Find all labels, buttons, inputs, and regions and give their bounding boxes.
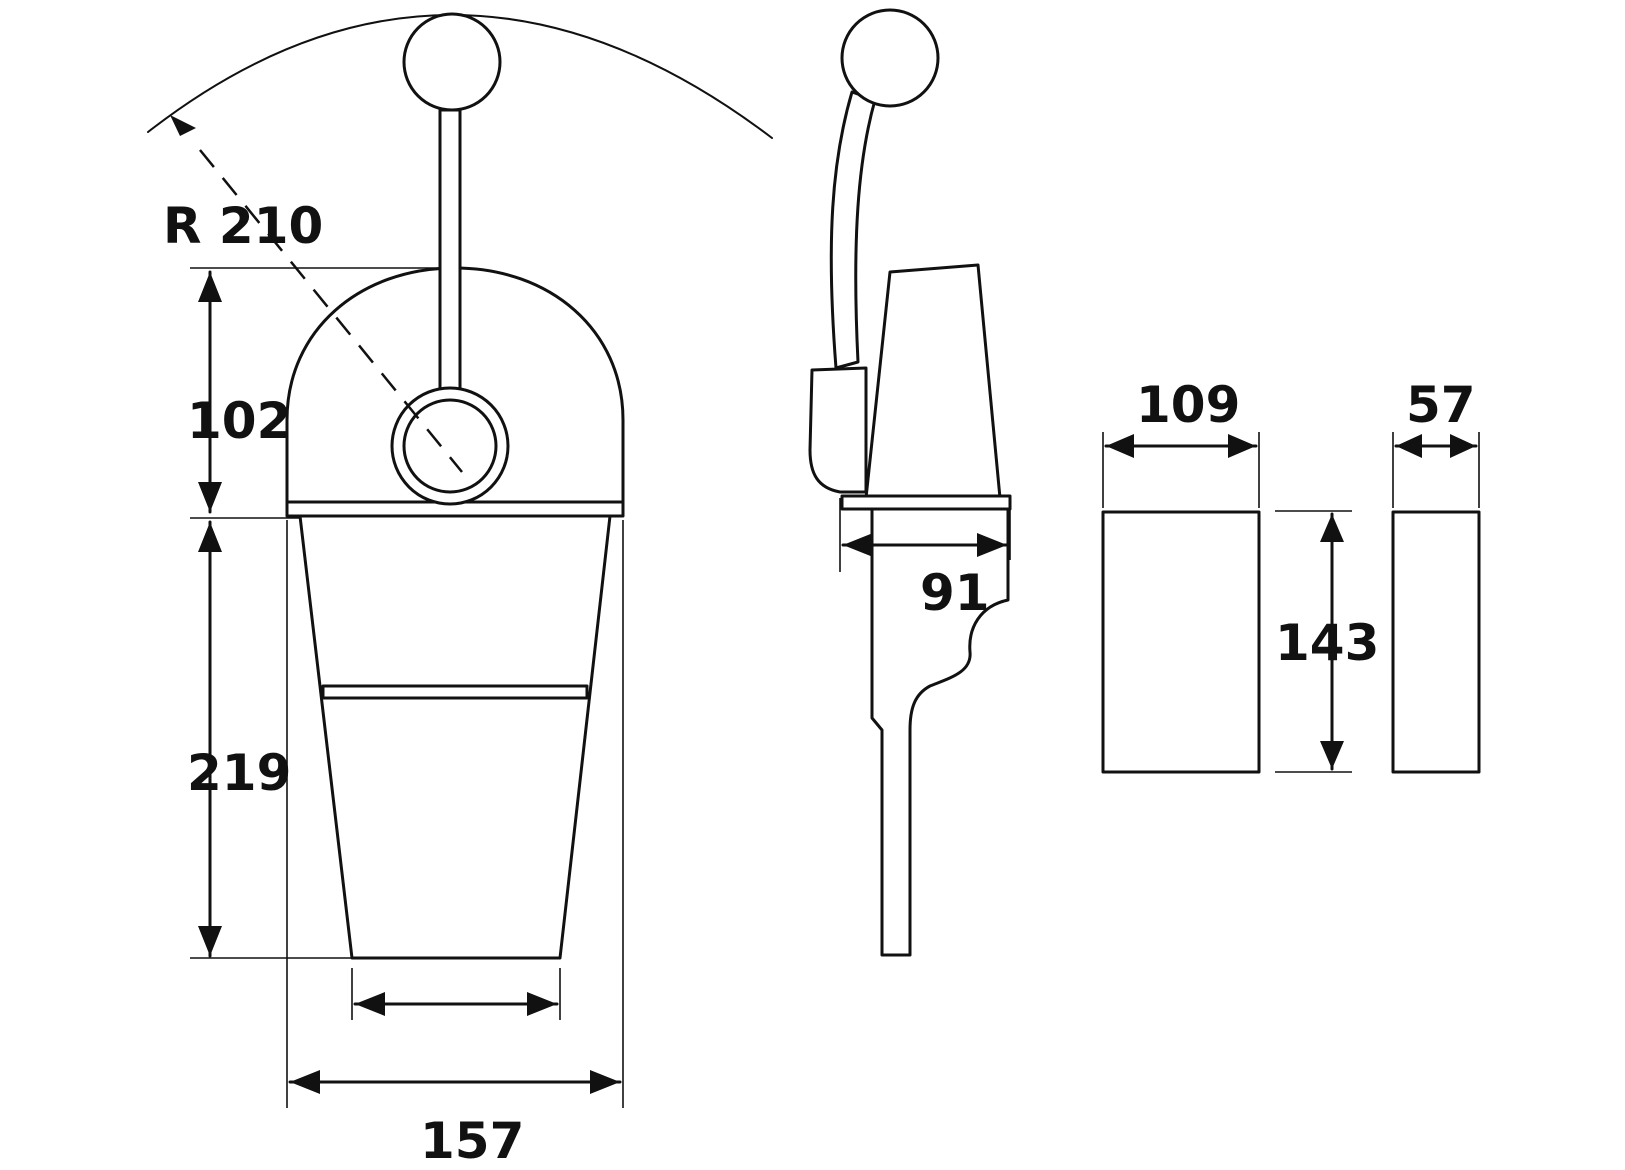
arrow-157-right (590, 1070, 620, 1094)
side-depth-label: 91 (920, 564, 990, 622)
arc-arrow-head (170, 115, 196, 136)
radius-line (199, 149, 463, 473)
base-width-label: 157 (420, 1112, 524, 1170)
arrow-109-right (1228, 434, 1256, 458)
arrow-219-bottom (198, 926, 222, 956)
lever-hub-inner (402, 398, 498, 494)
cutout-height-label: 143 (1275, 614, 1379, 672)
lever-knob-front (402, 12, 502, 112)
arrow-219-top (198, 522, 222, 552)
arrow-102-bottom (198, 482, 222, 512)
arrow-91-right (977, 533, 1007, 557)
arrow-143-bottom (1320, 741, 1344, 769)
radius-label: R 210 (163, 197, 323, 255)
cutout-front-rect (1101, 510, 1261, 774)
cutout-side-rect (1391, 510, 1481, 774)
cutout-depth-label: 57 (1406, 376, 1476, 434)
side-lower-body (870, 507, 1010, 957)
side-view (808, 8, 1012, 957)
arrow-base-left (355, 992, 385, 1016)
cutout-views: 109 143 57 (1101, 376, 1481, 774)
lower-body (298, 514, 612, 960)
arrow-109-left (1106, 434, 1134, 458)
cutout-width-label: 109 (1136, 376, 1240, 434)
lever-knob-side (840, 8, 940, 108)
body-band (321, 684, 589, 700)
arrow-57-left (1396, 434, 1422, 458)
side-flange (840, 494, 1012, 511)
arrow-57-right (1450, 434, 1476, 458)
arrow-91-left (843, 533, 873, 557)
lower-height-label: 219 (187, 744, 291, 802)
lever-shaft-side (829, 90, 877, 370)
front-dimensions: R 210 102 219 157 (163, 197, 624, 1170)
arrow-157-left (290, 1070, 320, 1094)
upper-height-label: 102 (187, 392, 291, 450)
side-dimensions: 91 (839, 498, 1011, 622)
arrow-base-right (527, 992, 557, 1016)
lever-hub-side (808, 366, 868, 494)
arrow-102-top (198, 272, 222, 302)
arrow-143-top (1320, 514, 1344, 542)
lever-shaft-front (438, 108, 462, 412)
side-housing (864, 263, 1002, 500)
front-view (147, 12, 773, 960)
